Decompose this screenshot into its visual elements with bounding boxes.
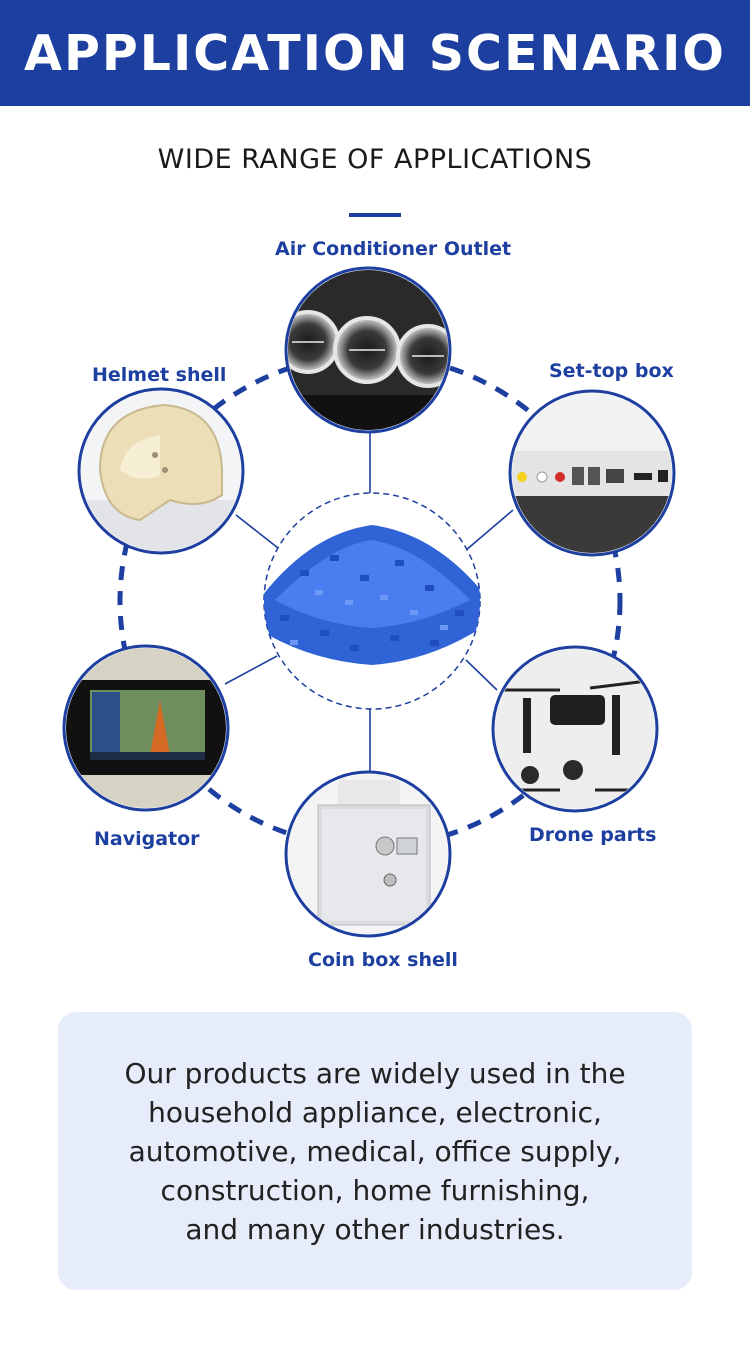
air-vent-icon (284, 266, 452, 434)
dashed-ring (117, 352, 623, 850)
description-line: household appliance, electronic, (148, 1095, 602, 1129)
set-top-box-icon (508, 389, 676, 557)
subtitle-underline (349, 213, 401, 217)
label-air-conditioner-outlet: Air Conditioner Outlet (275, 238, 512, 260)
header-banner: APPLICATION SCENARIO (0, 0, 750, 106)
page-title: APPLICATION SCENARIO (24, 24, 726, 82)
navigator-screen-icon (62, 644, 230, 812)
description-line: automotive, medical, office supply, (128, 1134, 622, 1168)
section-subtitle: WIDE RANGE OF APPLICATIONS (157, 144, 593, 175)
drone-icon (491, 645, 659, 813)
connector-lines (224, 430, 514, 774)
description-line: Our products are widely used in the (124, 1056, 626, 1090)
label-set-top-box: Set-top box (549, 360, 674, 382)
pellets-icon (263, 492, 481, 710)
label-coin-box-shell: Coin box shell (308, 949, 458, 971)
safe-box-icon (284, 770, 452, 938)
label-helmet-shell: Helmet shell (92, 364, 227, 386)
label-navigator: Navigator (94, 828, 200, 850)
helmet-icon (77, 387, 245, 555)
description-line: construction, home furnishing, (160, 1173, 590, 1207)
label-drone-parts: Drone parts (529, 824, 657, 846)
description-panel: Our products are widely used in the hous… (58, 1012, 692, 1290)
description-line: and many other industries. (185, 1212, 565, 1246)
application-diagram (62, 266, 676, 938)
